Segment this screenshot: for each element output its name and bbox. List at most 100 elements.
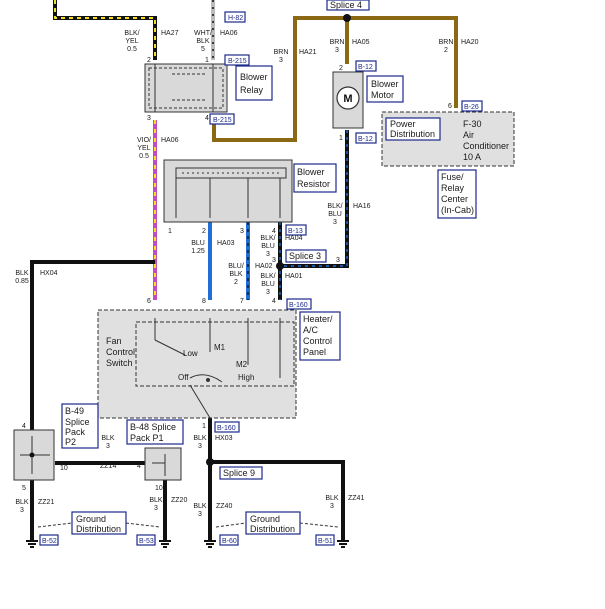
blower-relay: [144, 63, 228, 113]
fan-off-label: Off: [178, 373, 189, 382]
splice-pack-p2-label-box: [61, 403, 99, 449]
blower-motor-label-2: Motor: [371, 90, 394, 100]
svg-text:4: 4: [205, 115, 209, 122]
svg-text:BLK: BLK: [229, 271, 243, 278]
splice-p2-label-1: B-49: [65, 406, 84, 416]
svg-text:3: 3: [147, 115, 151, 122]
ground-icon-b53: [159, 540, 171, 548]
blower-resistor-label-1: Blower: [297, 167, 325, 177]
svg-text:BLU/: BLU/: [228, 263, 244, 270]
svg-text:M: M: [343, 93, 352, 105]
svg-text:BLU: BLU: [328, 211, 342, 218]
ground-icon-b51: [337, 540, 349, 548]
fuse-label-1: F-30: [463, 119, 482, 129]
splice-3-label: Splice 3: [289, 251, 321, 261]
svg-text:3: 3: [336, 257, 340, 264]
fuse-center-label-2: Relay: [441, 183, 465, 193]
svg-text:YEL: YEL: [125, 38, 138, 45]
splice-pack-p1-label-box: [126, 419, 184, 445]
splice-pack-p1: [144, 447, 182, 481]
ground-right-label-2: Distribution: [250, 524, 295, 534]
svg-text:10: 10: [155, 485, 163, 492]
svg-text:3: 3: [106, 443, 110, 450]
svg-text:ZZ40: ZZ40: [216, 503, 232, 510]
svg-text:BLU: BLU: [261, 281, 275, 288]
svg-text:4: 4: [137, 463, 141, 470]
fuse-relay-center-label-box: [437, 169, 477, 219]
connector-h82: H-82: [228, 15, 243, 22]
svg-text:3: 3: [198, 511, 202, 518]
svg-text:1: 1: [202, 423, 206, 430]
connector-b12b: B-12: [358, 136, 373, 143]
svg-text:3: 3: [154, 505, 158, 512]
svg-text:BLK: BLK: [149, 497, 163, 504]
svg-text:BLK: BLK: [193, 435, 207, 442]
svg-text:BLK: BLK: [15, 499, 29, 506]
svg-text:BRN: BRN: [274, 49, 289, 56]
svg-text:HA03: HA03: [217, 240, 235, 247]
svg-text:3: 3: [279, 57, 283, 64]
svg-text:3: 3: [330, 503, 334, 510]
svg-text:HA16: HA16: [353, 203, 371, 210]
svg-text:HX04: HX04: [40, 270, 58, 277]
heater-ac-control-panel: [97, 309, 297, 419]
svg-text:3: 3: [20, 507, 24, 514]
svg-text:1: 1: [168, 228, 172, 235]
splice-9-label: Splice 9: [223, 468, 255, 478]
blower-motor-label-1: Blower: [371, 79, 399, 89]
svg-text:3: 3: [335, 47, 339, 54]
svg-text:2: 2: [444, 47, 448, 54]
blower-resistor: [163, 159, 293, 223]
splice-p2-label-4: P2: [65, 437, 76, 447]
connector-b26: B-26: [464, 104, 479, 111]
splice-p2-label-2: Splice: [65, 417, 90, 427]
connector-b160b: B-160: [217, 425, 236, 432]
svg-text:5: 5: [22, 485, 26, 492]
svg-text:0.5: 0.5: [139, 153, 149, 160]
fan-high-label: High: [238, 373, 254, 382]
wire-ha16: [282, 130, 349, 268]
wire-hx04: [30, 260, 155, 430]
svg-text:HA27: HA27: [161, 30, 179, 37]
connector-b51: B-51: [318, 538, 333, 545]
svg-text:2: 2: [339, 65, 343, 72]
splice-p2-label-3: Pack: [65, 427, 86, 437]
blower-motor-label-box: [366, 75, 404, 103]
svg-text:3: 3: [266, 289, 270, 296]
wire-hx03: [208, 418, 345, 540]
fan-switch-label-2: Control: [106, 347, 135, 357]
svg-text:BLU: BLU: [191, 240, 205, 247]
svg-text:BLK/: BLK/: [327, 203, 342, 210]
svg-text:3: 3: [198, 443, 202, 450]
connector-b60: B-60: [222, 538, 237, 545]
svg-text:BLK: BLK: [196, 38, 210, 45]
fuse-center-label-4: (In-Cab): [441, 205, 474, 215]
blower-relay-label-2: Relay: [240, 85, 264, 95]
motor-icon: [336, 86, 360, 110]
fan-switch-label-1: Fan: [106, 336, 122, 346]
svg-text:2: 2: [234, 279, 238, 286]
svg-text:1: 1: [339, 135, 343, 142]
fan-control-switch: [135, 321, 295, 387]
svg-text:4: 4: [22, 423, 26, 430]
power-distribution-box: [385, 117, 441, 141]
control-panel-label-4: Panel: [303, 347, 326, 357]
svg-text:0.5: 0.5: [127, 46, 137, 53]
svg-text:BLK: BLK: [325, 495, 339, 502]
connector-b12a: B-12: [358, 64, 373, 71]
svg-text:HA06: HA06: [220, 30, 238, 37]
wire-ha27: [53, 0, 157, 60]
svg-text:BLU: BLU: [261, 243, 275, 250]
splice-3-dot: [276, 262, 284, 270]
svg-text:HA06: HA06: [161, 137, 179, 144]
svg-text:4: 4: [272, 228, 276, 235]
svg-text:3: 3: [272, 257, 276, 264]
connector-b215a: B-215: [228, 58, 247, 65]
fuse-center-label-1: Fuse/: [441, 172, 464, 182]
svg-text:1.25: 1.25: [191, 248, 205, 255]
blower-relay-label-1: Blower: [240, 72, 268, 82]
splice-p1-label-2: Pack P1: [130, 433, 164, 443]
svg-text:4: 4: [272, 298, 276, 305]
